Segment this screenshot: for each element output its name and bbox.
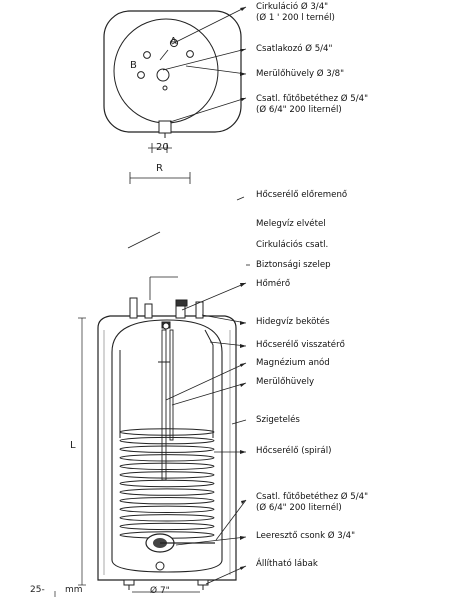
adjustable-feet — [123, 579, 209, 590]
coil-loop — [119, 505, 215, 513]
feet-range-text: 25- — [30, 585, 45, 595]
label-safety-valve: Biztonsági szelep — [256, 260, 331, 270]
top-view-port-a — [169, 38, 179, 48]
bottom-dimension-label: Ø 7" — [150, 586, 170, 596]
side-arrowheads — [240, 283, 246, 570]
side-view — [54, 297, 237, 597]
label-exchanger-flow: Hőcserélő előremenő — [256, 190, 348, 200]
coil-loop — [119, 454, 215, 462]
top-view-stub — [158, 120, 172, 134]
top-view-label-a: A — [170, 36, 177, 47]
dimension-l-label: L — [70, 440, 76, 451]
top-view-dim-r: R — [156, 163, 163, 174]
top-view-tank-circle — [113, 18, 219, 124]
dimension-bottom — [54, 591, 200, 597]
coil-loop — [119, 514, 215, 522]
top-view-port-1 — [143, 51, 151, 59]
top-view-port-b — [137, 71, 145, 79]
drain-port — [155, 561, 165, 571]
top-view-outline — [103, 10, 242, 133]
inner-tank — [111, 319, 223, 573]
top-view-leaders — [159, 6, 247, 123]
top-view-dim-20: 20 — [156, 142, 169, 153]
top-view-port-sensor — [162, 85, 168, 91]
coil-loop — [119, 488, 215, 496]
coil-loop — [119, 471, 215, 479]
top-view-port-main — [156, 68, 170, 82]
label-connector: Csatlakozó Ø 5/4" — [256, 44, 333, 54]
label-drain: Leeresztő csonk Ø 3/4" — [256, 531, 356, 541]
dimension-l — [78, 317, 86, 586]
label-cold-water-inlet: Hidegvíz bekötés — [256, 317, 330, 327]
immersion-sleeve — [169, 329, 174, 441]
top-view-arrowheads — [240, 7, 246, 101]
label-circulation: Cirkuláció Ø 3/4" (Ø 1 ' 200 l ternél) — [256, 2, 335, 23]
top-fittings — [129, 297, 204, 330]
coil-loop — [119, 522, 215, 531]
label-immersion-sleeve: Merülőhüvely — [256, 377, 315, 387]
top-view-port-2 — [186, 50, 194, 58]
top-view-dimensions — [129, 143, 191, 184]
label-exchanger-return: Hőcserélő visszatérő — [256, 340, 345, 350]
coil-return-pipe — [204, 329, 214, 438]
label-immersion-sleeve-top: Merülőhüvely Ø 3/8" — [256, 69, 345, 79]
label-spiral-exchanger: Hőcserélő (spirál) — [256, 446, 332, 456]
label-heater-connection-top: Csatl. fűtőbetéthez Ø 5/4" (Ø 6/4" 200 l… — [256, 94, 369, 115]
label-circulation-connection: Cirkulációs csatl. — [256, 240, 329, 250]
outer-jacket — [97, 315, 237, 581]
mid-leaders — [127, 196, 250, 300]
top-view-label-b: B — [130, 60, 137, 71]
spiral-coil — [119, 428, 215, 539]
anode-rod — [161, 329, 167, 481]
label-insulation: Szigetelés — [256, 415, 300, 425]
coil-loop — [119, 445, 215, 453]
label-hot-water-outlet: Melegvíz elvétel — [256, 219, 326, 229]
label-thermometer: Hőmérő — [256, 279, 291, 289]
label-adjustable-feet: Állítható lábak — [256, 559, 318, 569]
coil-loop — [119, 462, 215, 470]
coil-loop — [119, 479, 215, 488]
side-leaders — [165, 282, 247, 585]
coil-loop — [119, 436, 215, 445]
coil-loop — [119, 428, 215, 436]
top-view — [103, 6, 247, 184]
feet-unit-text: mm — [65, 585, 83, 595]
label-heater-connection: Csatl. fűtőbetéthez Ø 5/4" (Ø 6/4" 200 l… — [256, 492, 369, 513]
label-magnesium-anode: Magnézium anód — [256, 358, 330, 368]
coil-loop — [119, 497, 215, 505]
